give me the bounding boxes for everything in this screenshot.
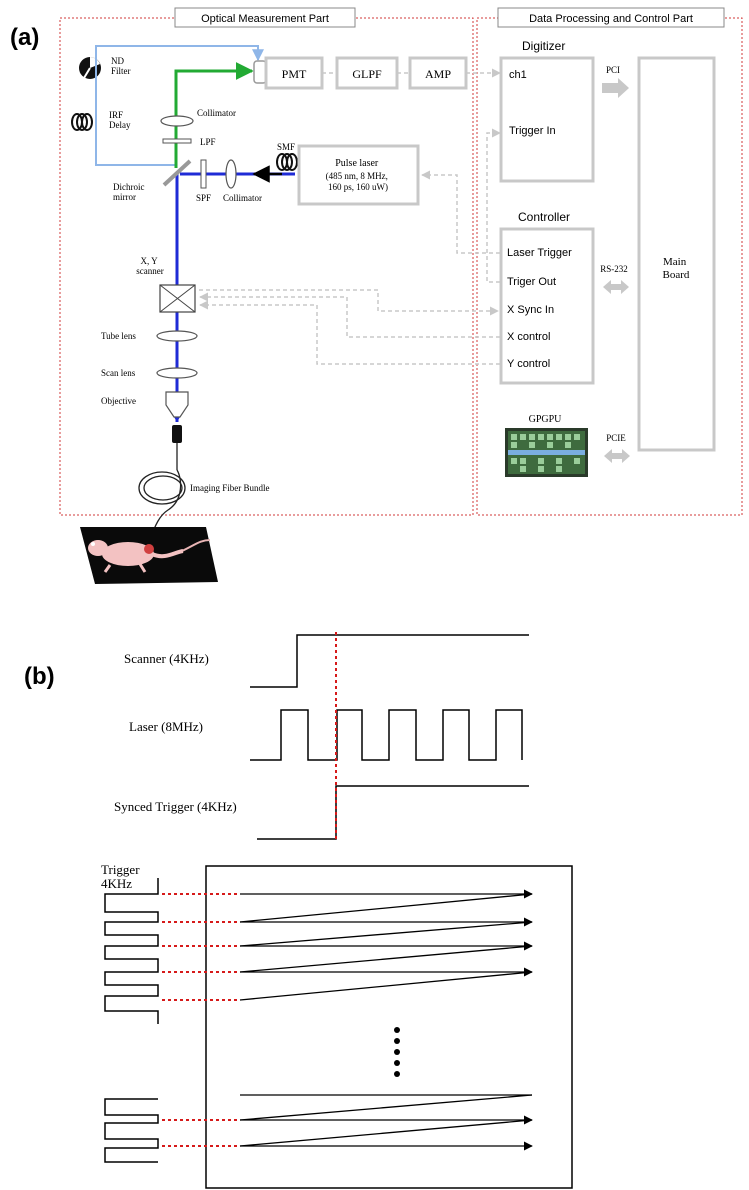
laser-8mhz-label: Laser (8MHz) — [129, 719, 203, 734]
irf-delay-coil-icon — [71, 113, 93, 131]
controller-box — [499, 227, 595, 385]
objective-lens — [165, 391, 189, 418]
rs232-label: RS-232 — [600, 264, 628, 274]
tube-lens-label: Tube lens — [101, 331, 136, 341]
synced-trigger-waveform — [257, 785, 529, 840]
irf-delay-label: IRF Delay — [109, 110, 131, 130]
irf-reference-path — [95, 45, 264, 166]
pmt-label: PMT — [282, 67, 307, 81]
pmt-window — [253, 60, 267, 84]
glpf-box — [335, 56, 399, 90]
fiber-bundle-coil — [138, 443, 186, 541]
laser-waveform — [250, 709, 523, 761]
glpf-label: GLPF — [352, 67, 382, 81]
ctrl-y-control: Y control — [507, 358, 550, 370]
data-title-box — [497, 7, 725, 28]
ctrl-trigger-out: Triger Out — [507, 276, 556, 288]
lpf-label: LPF — [200, 137, 216, 147]
spf-filter — [200, 159, 207, 189]
trigger-out-line — [486, 128, 501, 283]
raster-scan-frame — [205, 865, 573, 1189]
controller-label: Controller — [518, 210, 570, 224]
laser-trigger-line — [421, 170, 500, 254]
optical-title-box — [174, 7, 356, 28]
main-board-label: Main Board — [663, 256, 690, 281]
pmt-box — [264, 56, 324, 90]
pci-arrow — [602, 78, 629, 98]
x-control-line — [199, 292, 500, 338]
panel-b-label: (b) — [24, 663, 55, 690]
smf-coil-icon — [276, 153, 298, 171]
scan-lens — [156, 367, 198, 379]
data-title: Data Processing and Control Part — [529, 13, 693, 25]
pci-label: PCI — [606, 65, 620, 75]
trigger-4khz-label: Trigger 4KHz — [101, 862, 143, 891]
scan-lens-label: Scan lens — [101, 368, 136, 378]
optical-title: Optical Measurement Part — [201, 13, 329, 25]
collimator-top-label: Collimator — [197, 108, 236, 118]
amp-label: AMP — [425, 67, 451, 81]
collimator-top-lens — [160, 115, 194, 127]
control-signal-lines — [199, 128, 501, 365]
tube-lens — [156, 330, 198, 342]
xy-scanner — [159, 284, 196, 313]
emission-path — [174, 62, 254, 168]
pulse-laser-label: Pulse laser (485 nm, 8 MHz, 160 ps, 160 … — [326, 158, 391, 192]
collimator-bottom-label: Collimator — [223, 193, 262, 203]
panel-a-label: (a) — [10, 24, 39, 51]
scanner-label: X, Y scanner — [136, 256, 163, 276]
trigger-in-port: Trigger In — [509, 125, 556, 137]
raster-scan-lines — [239, 889, 533, 1151]
x-sync-line — [199, 289, 499, 316]
gpgpu-label: GPGPU — [529, 414, 563, 425]
nd-filter-icon — [79, 57, 101, 79]
ctrl-x-control: X control — [507, 331, 550, 343]
gpgpu-card-image — [505, 428, 588, 477]
y-control-line — [199, 300, 500, 365]
pcie-arrow — [604, 449, 630, 463]
spf-label: SPF — [196, 193, 211, 203]
digitizer-label: Digitizer — [522, 39, 565, 53]
scanner-waveform — [250, 634, 529, 688]
dichroic-label: Dichroic mirror — [113, 182, 147, 202]
ctrl-laser-trigger: Laser Trigger — [507, 247, 572, 259]
ellipsis-dots — [394, 1027, 400, 1077]
ctrl-x-sync-in: X Sync In — [507, 304, 554, 316]
nd-filter-label: ND Filter — [111, 56, 131, 76]
pcie-label: PCIE — [606, 433, 626, 443]
ch1-port: ch1 — [509, 69, 527, 81]
objective-label: Objective — [101, 396, 136, 406]
synced-trigger-label: Synced Trigger (4KHz) — [114, 799, 237, 814]
collimator-bottom-lens — [225, 159, 237, 189]
pulse-laser-box — [297, 144, 420, 206]
fiber-connector — [172, 425, 182, 443]
trigger-pulse-train — [104, 878, 159, 1163]
rs232-arrow — [603, 280, 629, 294]
mouse-specimen-image — [80, 527, 218, 584]
smf-label: SMF — [277, 142, 295, 152]
main-board-box — [637, 56, 716, 452]
digitizer-box — [499, 56, 595, 183]
fiber-bundle-label: Imaging Fiber Bundle — [190, 483, 270, 493]
optical-part-border — [59, 17, 474, 516]
lpf-filter — [162, 138, 192, 144]
raster-trigger-links — [162, 893, 240, 1147]
scanner-4khz-label: Scanner (4KHz) — [124, 651, 209, 666]
dichroic-mirror — [162, 159, 192, 187]
